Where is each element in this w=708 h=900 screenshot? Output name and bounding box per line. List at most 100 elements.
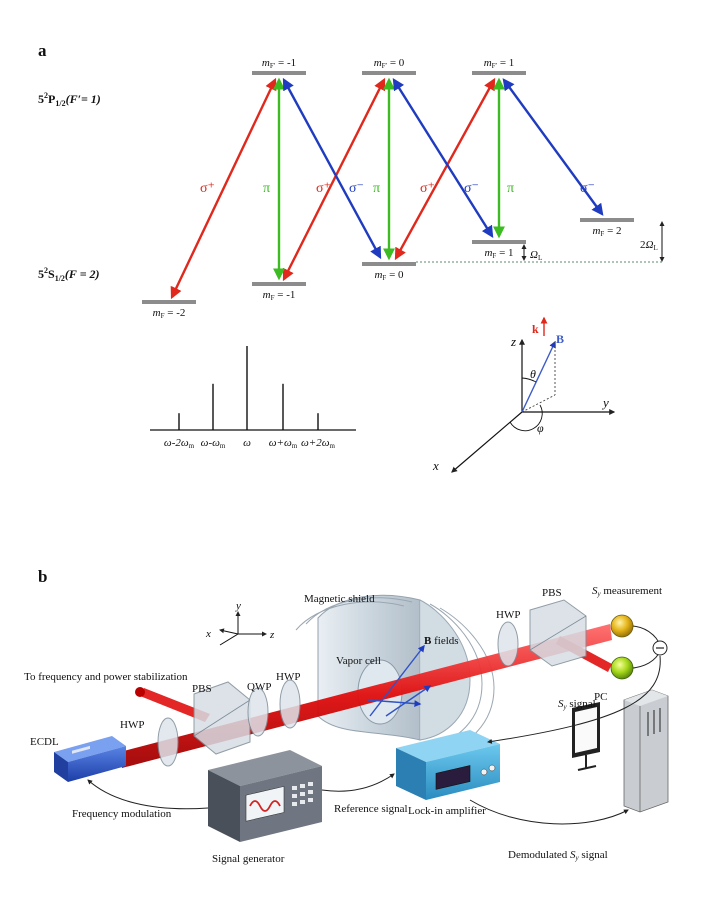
lock-in-amplifier — [396, 730, 500, 800]
sigma-plus-label-1: σ⁺ — [200, 181, 215, 196]
pbs-2 — [529, 599, 587, 667]
sigma-minus-label-3: σ⁻ — [580, 181, 595, 196]
excited-label-m1: mF′ = 1 — [484, 57, 515, 70]
stabilization-beam-end — [135, 687, 145, 697]
b-fields-label: B fields — [424, 635, 459, 647]
sigma-minus-arrow-1 — [282, 77, 382, 260]
ground-level-m-2 — [142, 300, 196, 304]
pbs-1-label: PBS — [192, 683, 212, 695]
panel-b: b y z x — [24, 567, 669, 865]
detector-2 — [610, 656, 634, 680]
sigma-plus-arrow-1 — [170, 77, 277, 300]
sy-measurement-label: Sy measurement — [592, 585, 662, 598]
excited-label-m-1: mF′ = -1 — [262, 57, 296, 70]
excited-label-m0: mF′ = 0 — [374, 57, 405, 70]
stabilization-label: To frequency and power stabilization — [24, 671, 188, 683]
panel-b-y-label: y — [235, 600, 241, 612]
theta-arc — [521, 377, 537, 383]
spectrum-label-p2: ω+2ωm — [301, 437, 335, 450]
frequency-modulation-arrow — [87, 779, 209, 810]
ecdl-label: ECDL — [30, 736, 59, 748]
ground-label-m-1: mF = -1 — [263, 289, 296, 302]
pc — [572, 689, 669, 813]
theta-label: θ — [530, 367, 536, 381]
frequency-modulation-label: Frequency modulation — [72, 808, 172, 820]
detector-1 — [610, 614, 634, 638]
excited-level-m0 — [362, 71, 416, 75]
pbs-1 — [193, 681, 251, 755]
spectrum-label-p1: ω+ωm — [269, 437, 298, 450]
signal-generator-screen — [245, 786, 285, 822]
b-projection-plane — [521, 394, 556, 413]
ecdl-laser — [54, 736, 126, 782]
spectrum-label-0: ω — [243, 437, 251, 449]
pc-tower — [623, 689, 669, 813]
waveform-icon — [249, 800, 281, 812]
panel-b-x-label: x — [205, 628, 211, 640]
phi-label: φ — [537, 421, 544, 435]
panel-b-z-label: z — [269, 629, 275, 641]
modulation-spectrum: ω-2ωm ω-ωm ω ω+ωm ω+2ωm — [150, 346, 356, 450]
stabilization-beam — [140, 688, 210, 722]
hwp-2-label: HWP — [276, 671, 300, 683]
signal-generator-label: Signal generator — [212, 853, 285, 865]
z-axis-label: z — [510, 334, 516, 349]
coordinate-system: z y x k B θ φ — [432, 316, 616, 473]
hwp-3-label: HWP — [496, 609, 520, 621]
sigma-minus-arrow-3 — [502, 78, 604, 216]
x-axis — [451, 411, 523, 473]
panel-a: a 52P1/2(F′= 1) 52S1/2(F = 2) mF′ = -1 m… — [38, 41, 665, 473]
pc-label: PC — [594, 691, 607, 703]
sigma-minus-label-1: σ⁻ — [349, 181, 364, 196]
excited-level-m-1 — [252, 71, 306, 75]
lock-in-label: Lock-in amplifier — [408, 805, 486, 817]
panel-b-label: b — [38, 567, 47, 586]
reference-signal-arrow — [321, 773, 395, 792]
sigma-minus-label-2: σ⁻ — [464, 181, 479, 196]
spectrum-label-m1: ω-ωm — [201, 437, 226, 450]
panel-b-x-axis-head — [219, 628, 239, 635]
ground-level-m0 — [362, 262, 416, 266]
excited-state-label: 52P1/2(F′= 1) — [38, 91, 101, 108]
y-axis-label: y — [601, 395, 609, 410]
phi-arc — [509, 404, 543, 432]
sigma-minus-arrow-2 — [392, 77, 494, 239]
two-omega-l-label: 2ΩL — [640, 239, 658, 252]
b-field-lines — [367, 644, 432, 717]
ground-state-label: 52S1/2(F = 2) — [38, 266, 100, 283]
panel-a-label: a — [38, 41, 47, 60]
sy-signal-label: Sy signal — [558, 698, 596, 711]
qwp-label: QWP — [247, 681, 271, 693]
ground-label-m-2: mF = -2 — [153, 307, 186, 320]
demodulated-arrow — [469, 799, 629, 825]
ground-level-m2 — [580, 218, 634, 222]
lock-in-screen — [435, 765, 471, 790]
vapor-cell-label: Vapor cell — [336, 655, 381, 667]
hwp-1-label: HWP — [120, 719, 144, 731]
pi-label-3: π — [507, 181, 514, 196]
k-vector-label: k — [532, 322, 539, 336]
hwp-2 — [279, 679, 301, 729]
hwp-1 — [157, 717, 179, 767]
ground-label-m2: mF = 2 — [592, 225, 621, 238]
qwp — [247, 687, 269, 737]
reference-signal-label: Reference signal — [334, 803, 408, 815]
ground-level-m1 — [472, 240, 526, 244]
panel-b-axes: y z x — [205, 600, 275, 646]
b-vector — [521, 340, 556, 413]
ground-level-m-1 — [252, 282, 306, 286]
signal-generator — [208, 750, 322, 842]
sigma-plus-label-3: σ⁺ — [420, 181, 435, 196]
pi-label-2: π — [373, 181, 380, 196]
ground-label-m1: mF = 1 — [484, 247, 513, 260]
ground-label-m0: mF = 0 — [374, 269, 404, 282]
pi-label-1: π — [263, 181, 270, 196]
sigma-plus-label-2: σ⁺ — [316, 181, 331, 196]
panel-b-x-axis — [219, 633, 239, 646]
spectrum-label-m2: ω-2ωm — [164, 437, 195, 450]
sy-signal-arrow — [487, 655, 661, 744]
demodulated-label: Demodulated Sy signal — [508, 849, 608, 862]
pbs-2-label: PBS — [542, 587, 562, 599]
hwp-3 — [497, 621, 519, 667]
